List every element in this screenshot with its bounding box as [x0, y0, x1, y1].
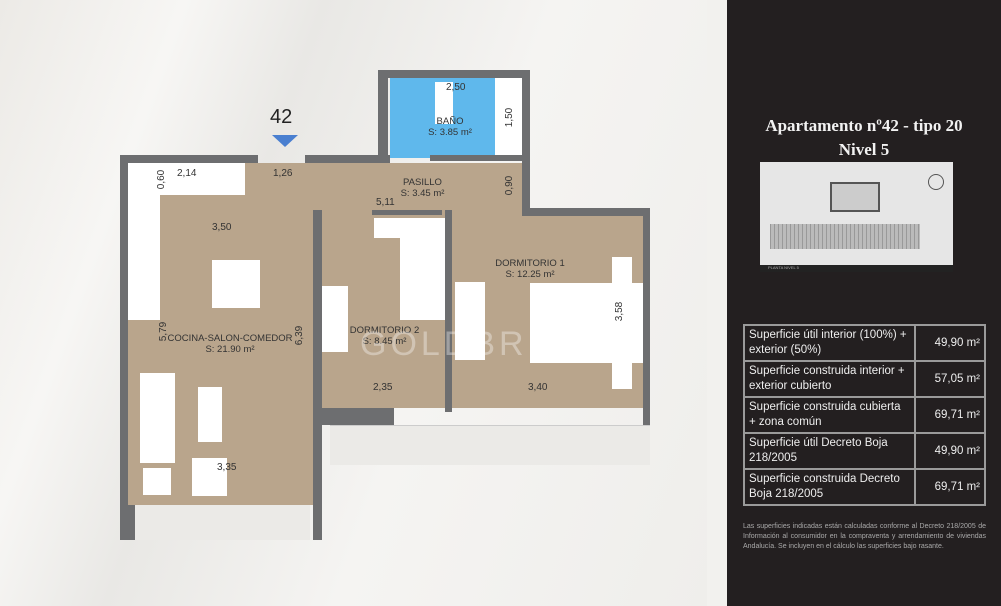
wall: [445, 210, 452, 412]
sofa: [140, 373, 175, 463]
dim: 3,50: [212, 222, 232, 233]
info-panel: Apartamento nº42 - tipo 20 Nivel 5 PLANT…: [727, 0, 1001, 606]
dim: 3,58: [614, 301, 626, 322]
dim: 0,60: [156, 169, 168, 190]
table-row: Superficie útil interior (100%) + exteri…: [743, 324, 986, 362]
wall: [522, 208, 650, 216]
unit-number: 42: [270, 106, 293, 128]
wall: [522, 70, 530, 215]
apartment-title: Apartamento nº42 - tipo 20: [765, 116, 963, 135]
armchair: [192, 458, 227, 496]
table-row: Superficie construida cubierta + zona co…: [743, 396, 986, 434]
key-plan-building: [770, 224, 920, 249]
bed-dorm1: [530, 283, 643, 363]
living-terrace: [135, 505, 310, 540]
dim: 2,14: [177, 168, 197, 179]
dim: 6,39: [294, 325, 306, 346]
wall: [430, 155, 525, 161]
wardrobe-dorm1: [455, 282, 485, 360]
key-plan: PLANTA NIVEL 5: [760, 162, 953, 272]
nightstand-dorm2: [374, 218, 400, 238]
surface-table: Superficie útil interior (100%) + exteri…: [743, 324, 986, 506]
dim: 3,35: [217, 462, 237, 473]
divider: [707, 0, 727, 606]
wall: [305, 155, 390, 163]
dim: 2,35: [373, 382, 393, 393]
wall: [120, 505, 135, 540]
dim: 1,26: [273, 168, 293, 179]
pasillo-floor: [245, 163, 525, 215]
nightstand-1: [612, 257, 632, 283]
bed-dorm2: [400, 218, 445, 320]
shower: [495, 78, 523, 158]
entrance-marker-icon: [272, 135, 298, 147]
key-plan-caption: PLANTA NIVEL 5: [760, 265, 953, 272]
wall: [322, 408, 394, 425]
terrace: [330, 425, 650, 465]
wall: [643, 208, 650, 425]
kitchen-counter: [128, 163, 245, 195]
dim: 2,50: [446, 82, 466, 93]
wall: [378, 70, 530, 78]
wall: [372, 210, 442, 215]
coffee-table: [198, 387, 222, 442]
wall: [120, 155, 258, 163]
table-row: Superficie construida Decreto Boja 218/2…: [743, 468, 986, 506]
dim: 5,79: [158, 321, 170, 342]
desk-dorm2: [322, 286, 348, 352]
kitchen-counter-side: [128, 195, 160, 320]
wall: [120, 155, 128, 540]
side-table: [143, 468, 171, 495]
dining-table: [212, 260, 260, 308]
level-title: Nivel 5: [838, 140, 890, 159]
legal-note: Las superficies indicadas están calculad…: [743, 523, 986, 550]
dim: 1,50: [504, 107, 516, 128]
wall: [378, 70, 388, 163]
watermark-logo: GOLDBRICKS: [360, 325, 623, 363]
wall: [313, 210, 322, 540]
dim: 5,11: [376, 197, 395, 208]
nightstand-2: [612, 363, 632, 389]
dim: 3,40: [528, 382, 548, 393]
dim: 0,90: [504, 175, 516, 196]
table-row: Superficie construida interior + exterio…: [743, 360, 986, 398]
bathtub: [435, 82, 453, 124]
north-arrow-icon: [928, 174, 944, 190]
key-plan-highlight: [830, 182, 880, 212]
